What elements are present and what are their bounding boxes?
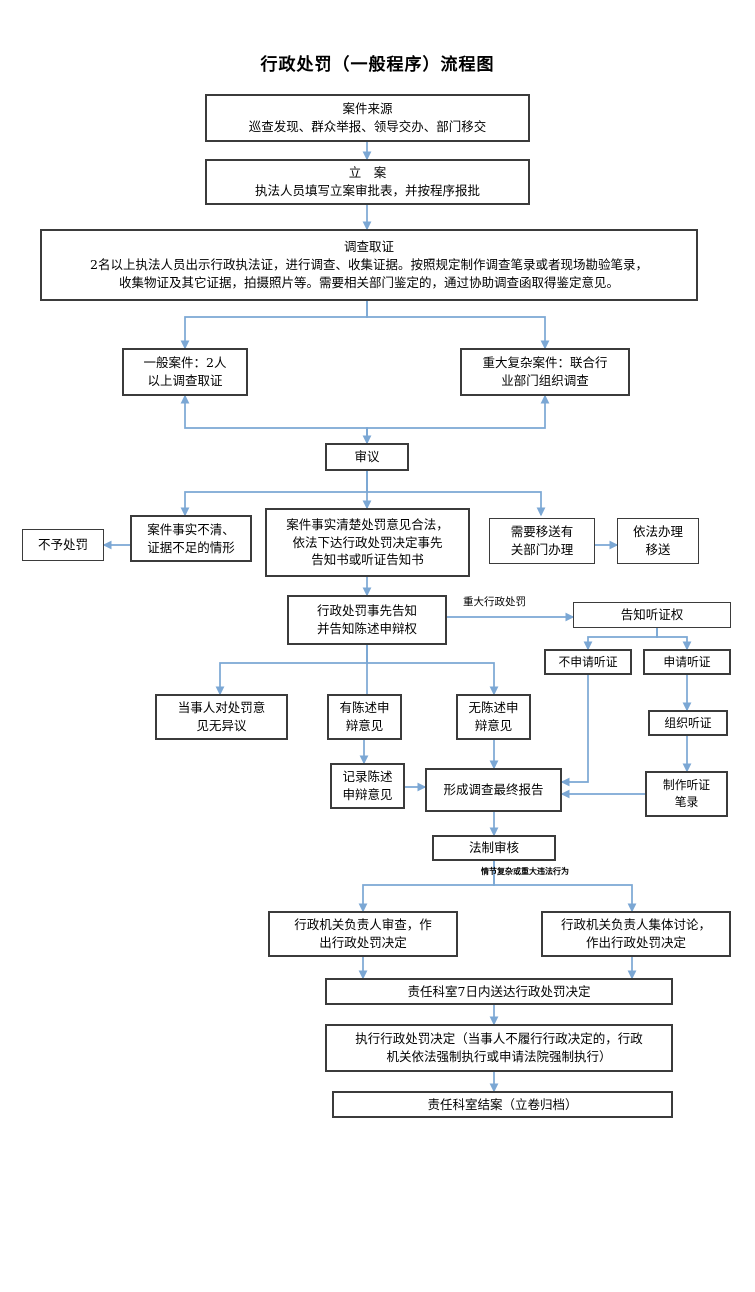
page-title: 行政处罚（一般程序）流程图 [260,55,495,75]
node-prior-notice[interactable]: 行政处罚事先告知 并告知陈述申辩权 [287,595,447,645]
node-has-statement[interactable]: 有陈述申 辩意见 [327,694,402,740]
node-close-case[interactable]: 责任科室结案（立卷归档） [332,1091,673,1118]
node-final-report[interactable]: 形成调查最终报告 [425,768,562,812]
investigation-body: 2名以上执法人员出示行政执法证，进行调查、收集证据。按照规定制作调查笔录或者现场… [90,257,648,290]
filing-body: 执法人员填写立案审批表，并按程序报批 [254,183,480,198]
node-facts-unclear[interactable]: 案件事实不清、 证据不足的情形 [130,515,252,562]
node-collective-discussion[interactable]: 行政机关负责人集体讨论， 作出行政处罚决定 [541,911,731,957]
node-general-case[interactable]: 一般案件：2人 以上调查取证 [122,348,248,396]
node-execute-decision[interactable]: 执行行政处罚决定（当事人不履行行政决定的，行政 机关依法强制执行或申请法院强制执… [325,1024,673,1072]
node-hearing-record[interactable]: 制作听证 笔录 [645,771,728,817]
node-record-statement[interactable]: 记录陈述 申辩意见 [330,763,405,809]
node-organize-hearing[interactable]: 组织听证 [648,710,728,736]
edge-label-complex-violation: 情节复杂或重大违法行为 [481,866,569,876]
node-case-source[interactable]: 案件来源 巡查发现、群众举报、领导交办、部门移交 [205,94,530,142]
node-transfer-needed[interactable]: 需要移送有 关部门办理 [489,518,595,564]
node-no-statement[interactable]: 无陈述申 辩意见 [456,694,531,740]
node-legal-review[interactable]: 法制审核 [432,835,556,861]
filing-header: 立 案 [348,165,387,181]
case-source-header: 案件来源 [342,101,393,117]
node-deliberation[interactable]: 审议 [325,443,409,471]
node-no-penalty[interactable]: 不予处罚 [22,529,104,561]
node-head-review[interactable]: 行政机关负责人审查，作 出行政处罚决定 [268,911,458,957]
node-hearing-request[interactable]: 申请听证 [643,649,731,675]
edge-label-major-penalty: 重大行政处罚 [463,596,526,608]
investigation-header: 调查取证 [343,239,394,255]
case-source-body: 巡查发现、群众举报、领导交办、部门移交 [248,119,487,134]
node-no-hearing-request[interactable]: 不申请听证 [544,649,632,675]
node-transfer-handle[interactable]: 依法办理 移送 [617,518,699,564]
node-filing[interactable]: 立 案 执法人员填写立案审批表，并按程序报批 [205,159,530,205]
node-hearing-right[interactable]: 告知听证权 [573,602,731,628]
node-deliver-decision[interactable]: 责任科室7日内送达行政处罚决定 [325,978,673,1005]
node-investigation[interactable]: 调查取证 2名以上执法人员出示行政执法证，进行调查、收集证据。按照规定制作调查笔… [40,229,698,301]
node-no-objection[interactable]: 当事人对处罚意 见无异议 [155,694,288,740]
node-major-case[interactable]: 重大复杂案件：联合行 业部门组织调查 [460,348,630,396]
node-facts-clear[interactable]: 案件事实清楚处罚意见合法， 依法下达行政处罚决定事先 告知书或听证告知书 [265,508,470,577]
